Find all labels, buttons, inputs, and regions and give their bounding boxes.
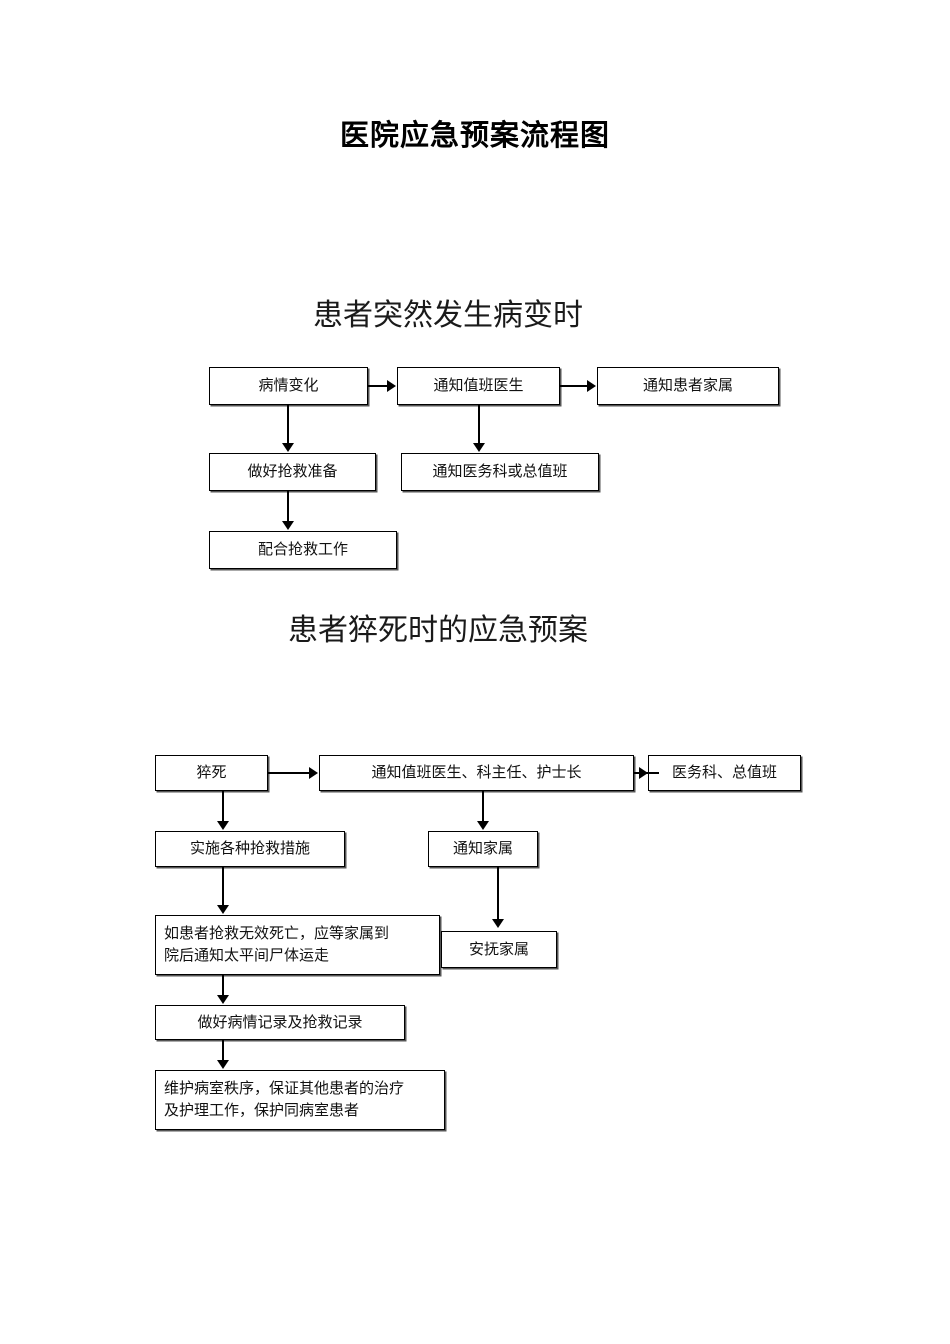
arrowhead-n4-n6	[282, 521, 294, 530]
node-line-2: 及护理工作，保护同病室患者	[164, 1101, 360, 1119]
connector-m6-m8	[222, 975, 224, 997]
connector-m8-m9	[222, 1040, 224, 1062]
arrowhead-m2-m3	[639, 767, 648, 779]
node-shishi-qiangjiu-cuoshi: 实施各种抢救措施	[155, 831, 345, 867]
arrowhead-n2-n3	[587, 380, 596, 392]
node-peihe-qiangjiu-gongzuo: 配合抢救工作	[209, 531, 397, 569]
section-1-heading: 患者突然发生病变时	[313, 298, 583, 333]
arrowhead-n1-n4	[282, 443, 294, 452]
arrowhead-m6-m8	[217, 995, 229, 1004]
arrowhead-m8-m9	[217, 1060, 229, 1069]
arrowhead-m4-m6	[217, 905, 229, 914]
page-title: 医院应急预案流程图	[339, 118, 610, 152]
node-yiwuke-zongzhiban: 医务科、总值班	[648, 755, 801, 791]
node-tongzhi-huanzhe-jiashu: 通知患者家属	[597, 367, 779, 405]
connector-m1-m2	[268, 772, 310, 774]
arrowhead-m2-m5	[477, 821, 489, 830]
arrowhead-m1-m2	[309, 767, 318, 779]
node-tongzhi-zhiban-kezhuren-hushizhang: 通知值班医生、科主任、护士长	[319, 755, 634, 791]
node-line-1: 如患者抢救无效死亡，应等家属到	[164, 924, 390, 943]
arrowhead-m5-m7	[492, 919, 504, 928]
node-tongzhi-yiwuke: 通知医务科或总值班	[401, 453, 599, 491]
arrowhead-m1-m4	[217, 821, 229, 830]
connector-n2-n5	[478, 405, 480, 445]
connector-n2-n3	[560, 385, 588, 387]
node-tongzhi-zhiban-yisheng: 通知值班医生	[397, 367, 560, 405]
node-line-2: 院后通知太平间尸体运走	[164, 946, 330, 964]
node-weihu-bingshi-zhixu: 维护病室秩序，保证其他患者的治疗 及护理工作，保护同病室患者	[155, 1070, 445, 1130]
node-zuohao-qiangjiu-zhunbei: 做好抢救准备	[209, 453, 376, 491]
connector-n1-n2	[368, 385, 388, 387]
node-zuohao-jilu: 做好病情记录及抢救记录	[155, 1005, 405, 1040]
arrowhead-n2-n5	[473, 443, 485, 452]
node-line-1: 维护病室秩序，保证其他患者的治疗	[164, 1079, 405, 1098]
connector-m5-m7	[497, 867, 499, 921]
node-cusi: 猝死	[155, 755, 268, 791]
node-tongzhi-jiashu: 通知家属	[428, 831, 538, 867]
connector-m1-m4	[222, 791, 224, 823]
node-qiangjiu-wuxiao-siwang: 如患者抢救无效死亡，应等家属到 院后通知太平间尸体运走	[155, 915, 440, 975]
connector-m4-m6	[222, 867, 224, 907]
connector-n1-n4	[287, 405, 289, 445]
connector-m2-m5	[482, 791, 484, 823]
node-anfu-jiashu: 安抚家属	[441, 931, 557, 968]
connector-n4-n6	[287, 491, 289, 523]
arrowhead-n1-n2	[387, 380, 396, 392]
section-2-heading: 患者猝死时的应急预案	[288, 613, 588, 648]
node-bingqing-bianhua: 病情变化	[209, 367, 368, 405]
